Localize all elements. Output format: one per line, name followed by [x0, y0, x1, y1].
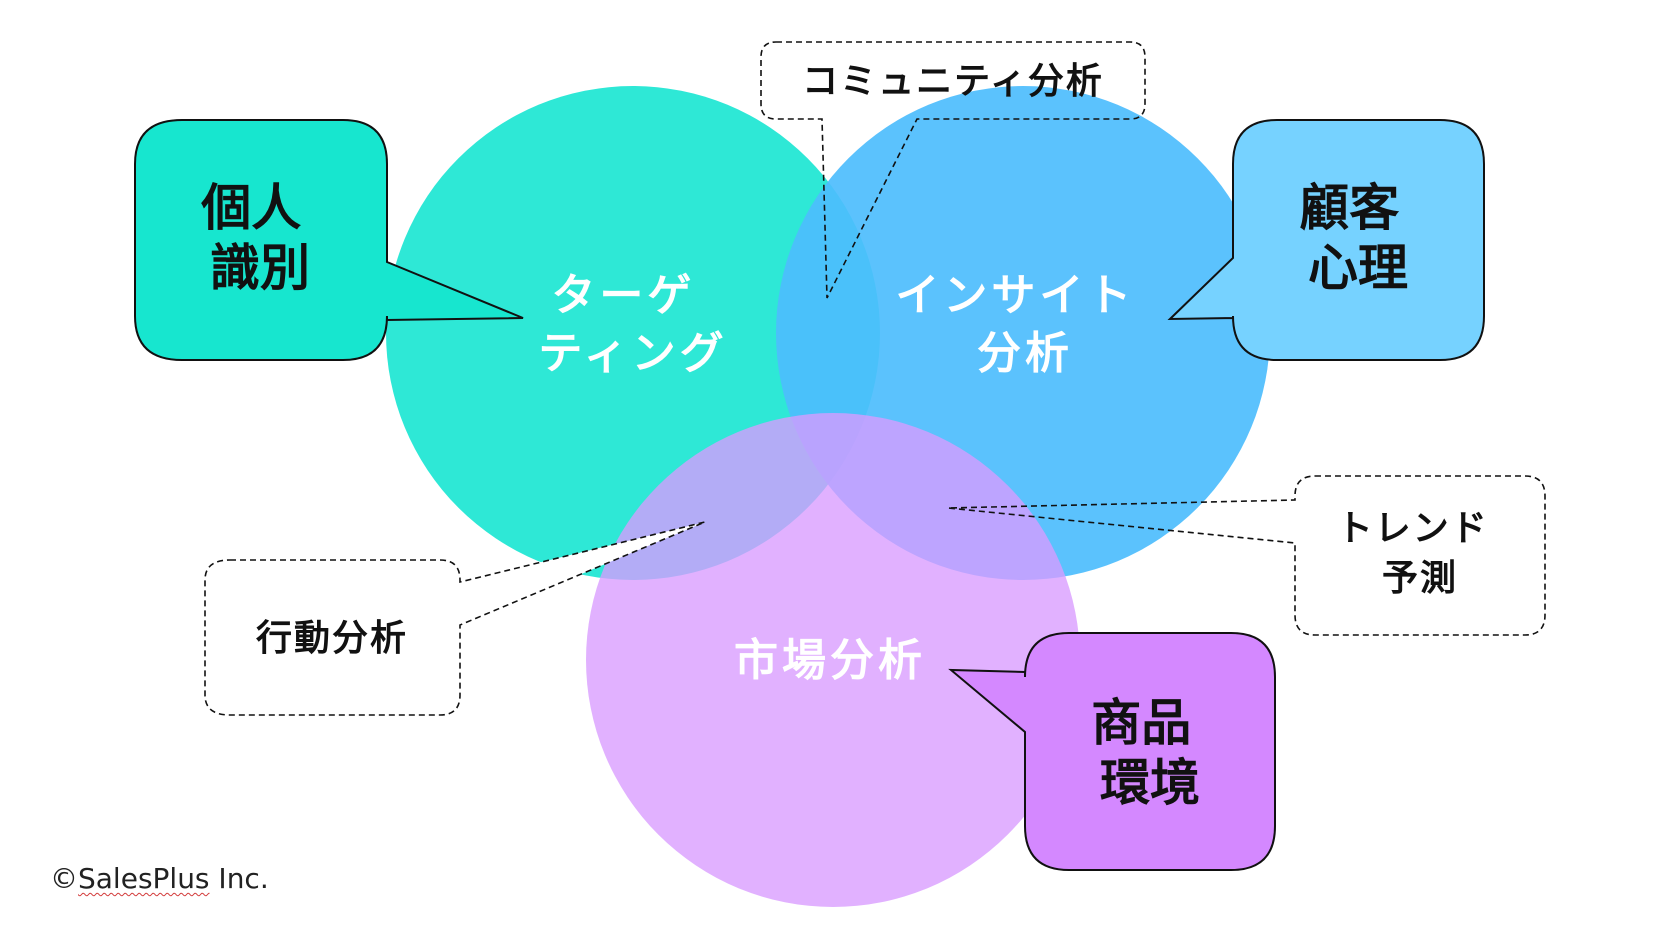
customer-callout: 顧客 心理	[1167, 119, 1485, 361]
copyright-symbol: ©	[50, 862, 78, 895]
individual-callout-line-2: 識別	[210, 239, 310, 297]
insight-label: インサイト 分析	[895, 270, 1154, 379]
customer-callout-shape	[1167, 119, 1485, 361]
behavior-callout: 行動分析	[204, 521, 706, 716]
circles	[386, 86, 1270, 907]
trend-callout-label: トレンド 予測	[1337, 508, 1504, 599]
product-callout-line-2: 環境	[1100, 754, 1200, 812]
product-callout-shape	[948, 632, 1276, 871]
insight-label-line-1: インサイト	[895, 270, 1135, 321]
copyright-notice: ©SalesPlus Inc.	[50, 862, 269, 895]
copyright-suffix: Inc.	[209, 862, 269, 895]
product-callout: 商品 環境	[948, 632, 1276, 871]
behavior-callout-label: 行動分析	[256, 618, 408, 659]
targeting-label: ターゲ ティング	[538, 270, 727, 379]
community-callout: コミュニティ分析	[760, 41, 1146, 299]
trend-callout-shape	[947, 475, 1546, 636]
behavior-callout-line-1: 行動分析	[256, 618, 408, 659]
individual-callout: 個人 識別	[134, 119, 524, 361]
trend-callout-line-1: トレンド	[1337, 508, 1489, 549]
individual-callout-shape	[134, 119, 524, 361]
customer-callout-label: 顧客 心理	[1299, 179, 1416, 297]
market-label: 市場分析	[734, 635, 926, 686]
trend-callout-line-2: 予測	[1382, 558, 1458, 599]
customer-callout-line-2: 心理	[1308, 239, 1408, 297]
targeting-label-line-2: ティング	[538, 328, 727, 379]
targeting-label-line-1: ターゲ	[551, 270, 695, 321]
product-callout-label: 商品 環境	[1091, 694, 1208, 812]
copyright-company: SalesPlus	[78, 862, 210, 895]
market-circle	[586, 413, 1080, 907]
behavior-callout-shape	[204, 521, 706, 716]
individual-callout-label: 個人 識別	[200, 179, 318, 297]
product-callout-line-1: 商品	[1091, 694, 1191, 752]
community-callout-shape	[760, 41, 1146, 299]
trend-callout: トレンド 予測	[947, 475, 1546, 636]
individual-callout-line-1: 個人	[200, 179, 301, 237]
market-label-line-1: 市場分析	[734, 635, 926, 686]
customer-callout-line-1: 顧客	[1299, 179, 1399, 237]
community-callout-line-1: コミュニティ分析	[802, 61, 1104, 102]
insight-label-line-2: 分析	[977, 328, 1073, 379]
community-callout-label: コミュニティ分析	[802, 61, 1104, 102]
